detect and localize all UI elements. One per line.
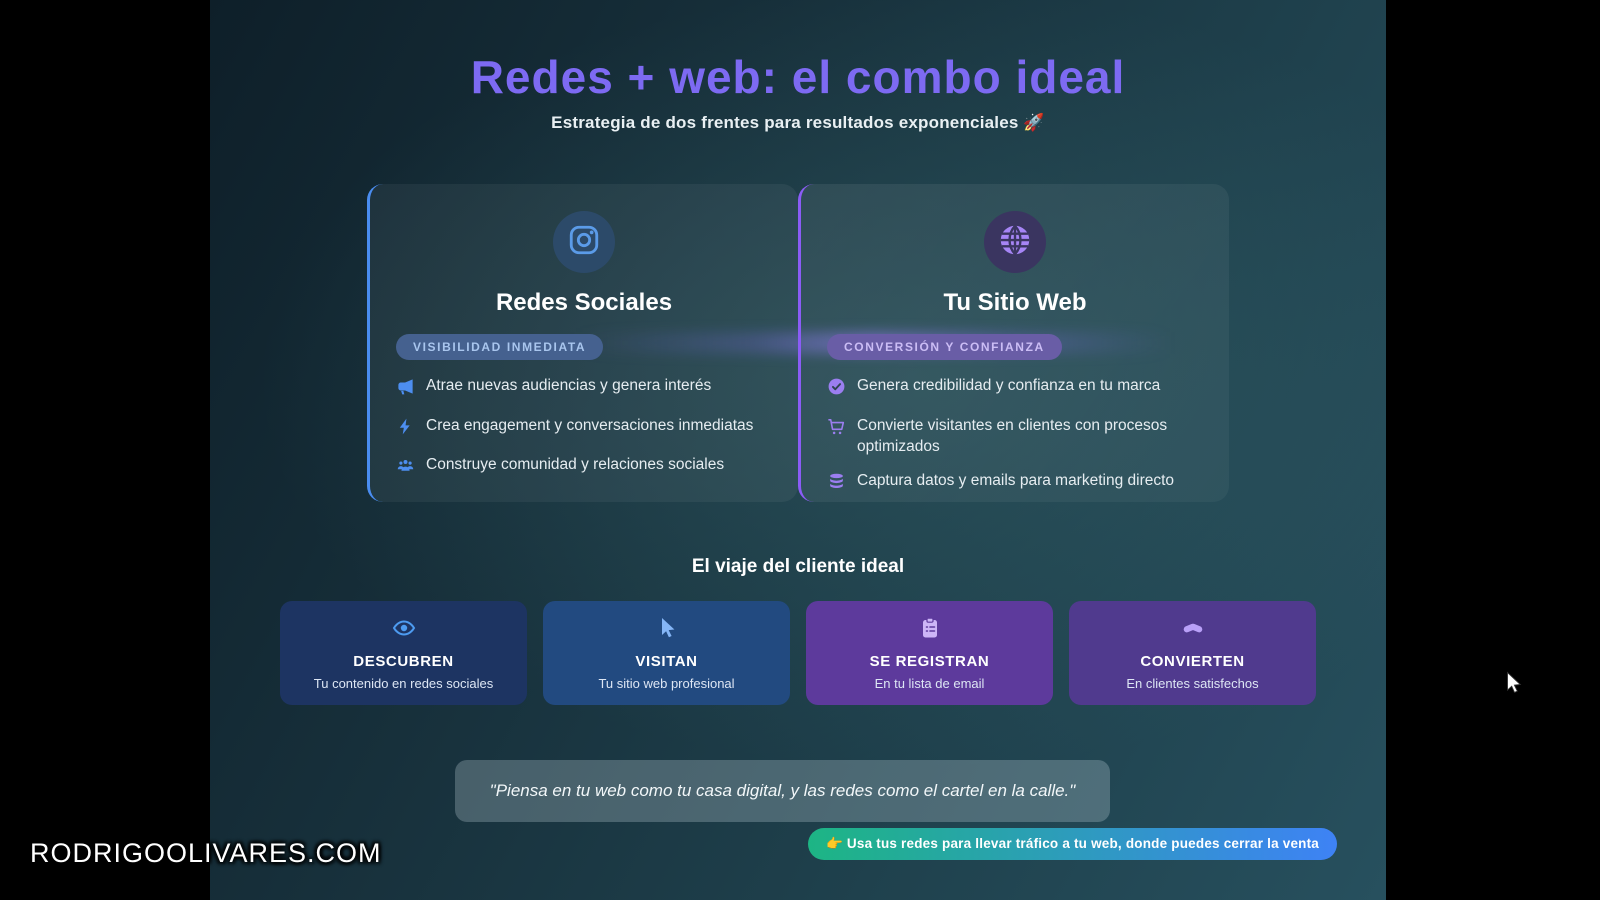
step-se-registran: SE REGISTRAN En tu lista de email (806, 601, 1053, 705)
quote-box: "Piensa en tu web como tu casa digital, … (455, 760, 1110, 822)
step-label: SE REGISTRAN (869, 653, 990, 670)
step-description: En clientes satisfechos (1126, 676, 1259, 691)
eye-icon (392, 620, 416, 644)
cta-pill: 👉 Usa tus redes para llevar tráfico a tu… (808, 828, 1337, 860)
list-item: Crea engagement y conversaciones inmedia… (396, 415, 774, 443)
comparison-cards: Redes Sociales VISIBILIDAD INMEDIATA Atr… (367, 184, 1229, 502)
step-label: CONVIERTEN (1140, 653, 1245, 670)
clipboard-icon (918, 617, 942, 644)
list-item: Genera credibilidad y confianza en tu ma… (827, 375, 1205, 403)
journey-steps: DESCUBREN Tu contenido en redes sociales… (210, 601, 1386, 705)
instagram-icon (567, 223, 601, 262)
card-icon-circle (984, 211, 1046, 273)
list-item: Atrae nuevas audiencias y genera interés (396, 375, 774, 403)
bullet-text: Genera credibilidad y confianza en tu ma… (857, 377, 1161, 394)
bullet-list: Atrae nuevas audiencias y genera interés… (370, 375, 798, 482)
step-description: Tu sitio web profesional (598, 676, 735, 691)
list-item: Construye comunidad y relaciones sociale… (396, 454, 774, 482)
database-icon (827, 470, 846, 498)
journey-title: El viaje del cliente ideal (691, 556, 905, 577)
card-icon-circle (553, 211, 615, 273)
step-label: VISITAN (635, 653, 698, 670)
card-title: Redes Sociales (495, 289, 673, 316)
bullet-list: Genera credibilidad y confianza en tu ma… (801, 375, 1229, 498)
step-label: DESCUBREN (353, 653, 454, 670)
slide-title: Redes + web: el combo ideal (470, 51, 1126, 103)
mouse-cursor-icon (1506, 671, 1524, 699)
users-icon (396, 454, 415, 482)
step-descubren: DESCUBREN Tu contenido en redes sociales (280, 601, 527, 705)
status-badge: VISIBILIDAD INMEDIATA (396, 334, 604, 360)
bullet-text: Crea engagement y conversaciones inmedia… (426, 416, 754, 434)
lightning-icon (396, 415, 415, 443)
list-item: Captura datos y emails para marketing di… (827, 470, 1205, 498)
step-convierten: CONVIERTEN En clientes satisfechos (1069, 601, 1316, 705)
step-description: Tu contenido en redes sociales (313, 676, 494, 691)
presentation-slide: Redes + web: el combo ideal Estrategia d… (210, 0, 1386, 900)
step-description: En tu lista de email (874, 676, 985, 691)
slide-subtitle: Estrategia de dos frentes para resultado… (551, 113, 1045, 132)
bullet-text: Captura datos y emails para marketing di… (857, 472, 1175, 490)
card-title: Tu Sitio Web (943, 289, 1087, 316)
bullet-text: Convierte visitantes en clientes con pro… (857, 416, 1168, 456)
cursor-icon (655, 618, 679, 644)
status-badge: CONVERSIÓN Y CONFIANZA (827, 334, 1062, 360)
handshake-icon (1180, 623, 1206, 644)
bullet-text: Construye comunidad y relaciones sociale… (426, 456, 725, 474)
card-redes-sociales: Redes Sociales VISIBILIDAD INMEDIATA Atr… (367, 184, 798, 502)
globe-icon (996, 221, 1034, 264)
card-tu-sitio-web: Tu Sitio Web CONVERSIÓN Y CONFIANZA Gene… (798, 184, 1229, 502)
cart-icon (827, 415, 846, 443)
list-item: Convierte visitantes en clientes con pro… (827, 415, 1205, 458)
check-circle-icon (827, 375, 846, 403)
megaphone-icon (396, 375, 415, 403)
step-visitan: VISITAN Tu sitio web profesional (543, 601, 790, 705)
watermark-text: RODRIGOOLIVARES.COM (30, 838, 382, 868)
bullet-text: Atrae nuevas audiencias y genera interés (426, 377, 712, 394)
